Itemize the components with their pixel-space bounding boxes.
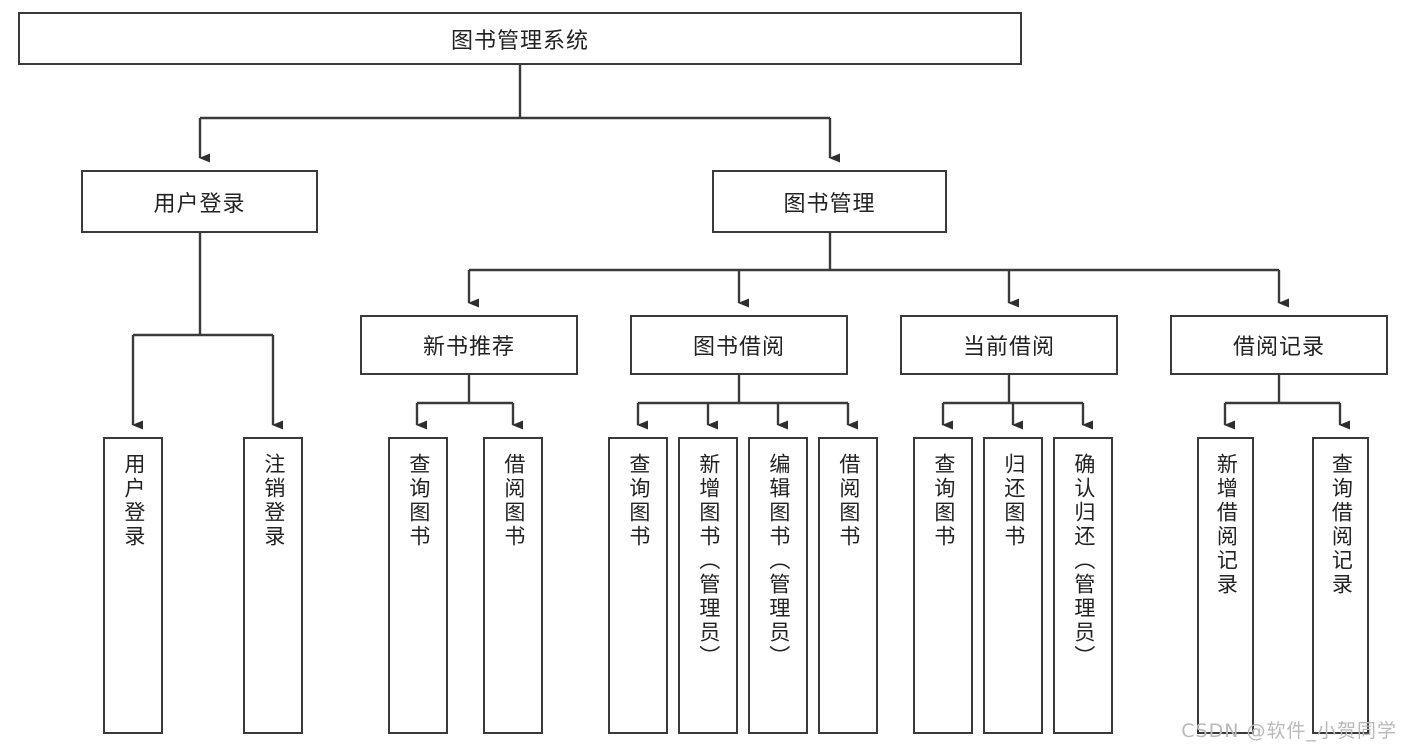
leaf-recommend-borrow-book[interactable]: 借阅图书 [483, 437, 543, 734]
node-label: 借阅记录 [1232, 334, 1325, 359]
node-root-system[interactable]: 图书管理系统 [18, 12, 1022, 65]
node-label: 查询借阅记录 [1329, 453, 1353, 597]
node-label: 注销登录 [261, 453, 285, 549]
node-label: 查询图书 [931, 453, 955, 549]
node-current-borrow[interactable]: 当前借阅 [900, 315, 1118, 375]
node-label: 图书管理 [783, 190, 876, 216]
leaf-current-query-book[interactable]: 查询图书 [913, 437, 973, 734]
node-label: 查询图书 [406, 453, 430, 549]
leaf-borrow-query-book[interactable]: 查询图书 [608, 437, 668, 734]
node-borrow-record[interactable]: 借阅记录 [1170, 315, 1388, 375]
leaf-add-borrow-record[interactable]: 新增借阅记录 [1197, 437, 1254, 734]
node-label: 用户登录 [121, 453, 145, 549]
leaf-edit-book-admin[interactable]: 编辑图书（管理员） [748, 437, 808, 734]
node-label: 新增借阅记录 [1214, 453, 1238, 597]
csdn-watermark: CSDN @软件_小贺同学 [1181, 720, 1397, 742]
node-label: 借阅图书 [501, 453, 525, 549]
leaf-borrow-book[interactable]: 借阅图书 [818, 437, 878, 734]
node-label: 新书推荐 [422, 334, 515, 359]
node-label: 借阅图书 [836, 453, 860, 549]
node-label: 归还图书 [1001, 453, 1025, 549]
node-new-book-recommend[interactable]: 新书推荐 [360, 315, 578, 375]
leaf-confirm-return-admin[interactable]: 确认归还（管理员） [1053, 437, 1113, 734]
node-label: 当前借阅 [962, 334, 1055, 359]
leaf-query-borrow-record[interactable]: 查询借阅记录 [1312, 437, 1369, 734]
node-label: 确认归还（管理员） [1071, 453, 1095, 669]
node-book-management[interactable]: 图书管理 [712, 170, 947, 233]
node-user-login[interactable]: 用户登录 [81, 170, 318, 233]
node-label: 图书借阅 [692, 334, 785, 359]
node-book-borrow[interactable]: 图书借阅 [630, 315, 848, 375]
leaf-add-book-admin[interactable]: 新增图书（管理员） [678, 437, 738, 734]
node-label: 查询图书 [626, 453, 650, 549]
leaf-recommend-query-book[interactable]: 查询图书 [388, 437, 448, 734]
node-label: 新增图书（管理员） [696, 453, 720, 669]
node-label: 图书管理系统 [450, 27, 589, 53]
leaf-logout[interactable]: 注销登录 [243, 437, 303, 734]
node-label: 编辑图书（管理员） [766, 453, 790, 669]
leaf-return-book[interactable]: 归还图书 [983, 437, 1043, 734]
leaf-user-login[interactable]: 用户登录 [103, 437, 163, 734]
node-label: 用户登录 [153, 190, 246, 216]
